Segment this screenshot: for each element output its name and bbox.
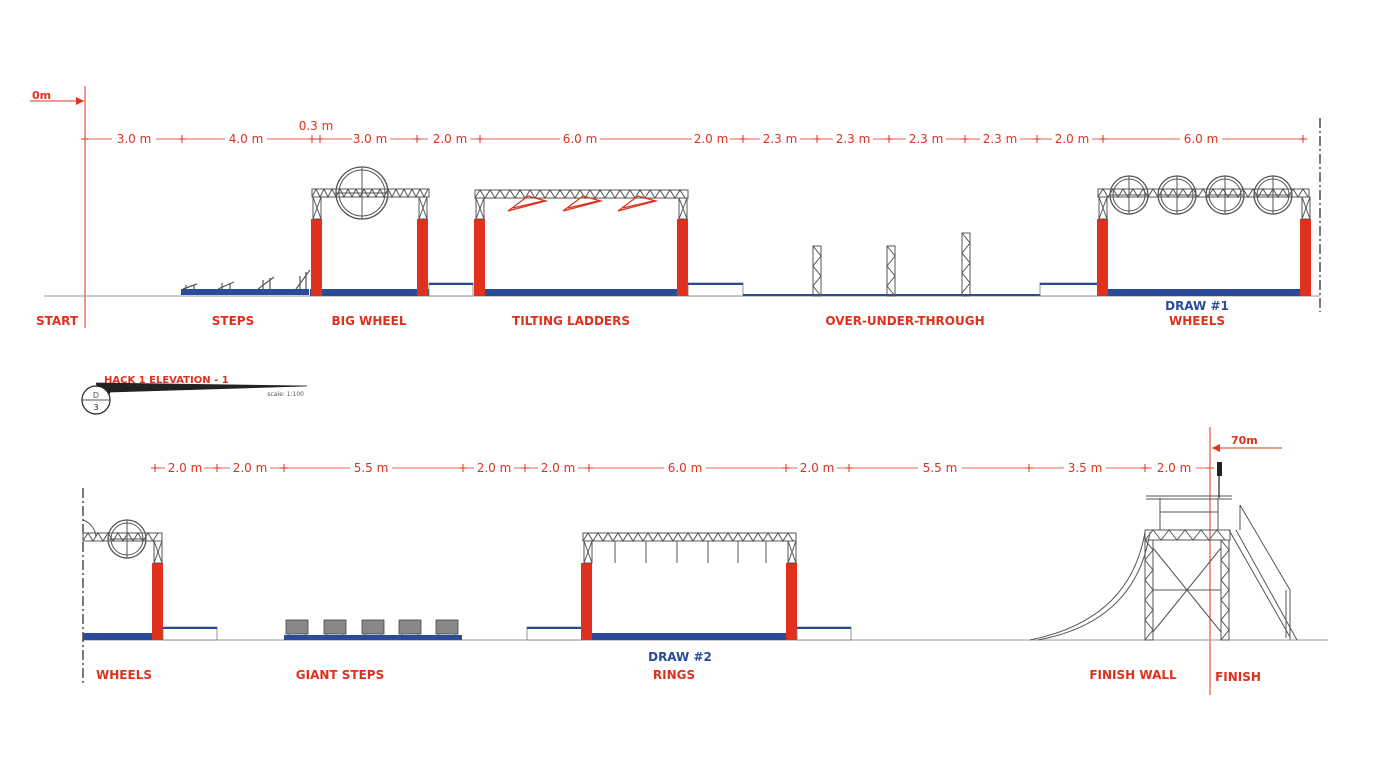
dimension-label: 2.0 m: [1055, 132, 1090, 146]
dimension-label: 5.5 m: [354, 461, 389, 475]
dimension-label: 5.5 m: [923, 461, 958, 475]
dimension-label: 3.0 m: [117, 132, 152, 146]
dimension-label: 2.0 m: [694, 132, 729, 146]
dimension-label: 2.0 m: [433, 132, 468, 146]
sheet-letter: D: [93, 391, 99, 400]
dimension-label: 2.0 m: [477, 461, 512, 475]
dimension-labels-row1: 3.0 m 4.0 m 0.3 m 3.0 m 2.0 m 6.0 m 2.0 …: [117, 119, 1219, 146]
dimension-label: 6.0 m: [668, 461, 703, 475]
drawing-scale: scale: 1:100: [267, 391, 304, 398]
obstacle-labels-row1: START STEPS BIG WHEEL TILTING LADDERS OV…: [36, 299, 1229, 328]
wheels-label: WHEELS: [1169, 314, 1225, 328]
dimension-label: 2.0 m: [1157, 461, 1192, 475]
dimension-labels-row2: 2.0 m 2.0 m 5.5 m 2.0 m 2.0 m 6.0 m 2.0 …: [168, 461, 1192, 475]
dimension-label: 6.0 m: [1184, 132, 1219, 146]
drawing-title: HACK 1 ELEVATION - 1: [104, 375, 229, 386]
rings-label: RINGS: [653, 668, 695, 682]
dimension-label: 2.3 m: [983, 132, 1018, 146]
tilting-ladders-label: TILTING LADDERS: [512, 314, 630, 328]
wheels-obstacle-continued: [82, 519, 218, 641]
steps-label: STEPS: [212, 314, 254, 328]
dimension-label: 3.0 m: [353, 132, 388, 146]
giant-steps-label: GIANT STEPS: [296, 668, 384, 682]
dimension-label: 4.0 m: [229, 132, 264, 146]
start-label: START: [36, 314, 79, 328]
over-under-through-label: OVER-UNDER-THROUGH: [825, 314, 984, 328]
draw1-label: DRAW #1: [1165, 299, 1229, 313]
start-distance-label: 0m: [32, 89, 51, 102]
steps-obstacle: [181, 269, 311, 295]
dimension-label: 2.0 m: [233, 461, 268, 475]
big-wheel-label: BIG WHEEL: [332, 314, 407, 328]
dimension-label: 2.3 m: [763, 132, 798, 146]
wheels-label-row2: WHEELS: [96, 668, 152, 682]
dimension-label: 6.0 m: [563, 132, 598, 146]
dimension-label: 2.0 m: [541, 461, 576, 475]
rings-obstacle: [526, 532, 852, 641]
draw2-label: DRAW #2: [648, 650, 712, 664]
finish-wall-obstacle: [1029, 462, 1298, 641]
wheels-obstacle: [1097, 175, 1311, 296]
drawing-title-block: D 3 HACK 1 ELEVATION - 1 scale: 1:100: [81, 375, 308, 415]
dimension-line-row2: [151, 464, 1214, 472]
sheet-number: 3: [93, 403, 98, 412]
dimension-label: 2.3 m: [909, 132, 944, 146]
dimension-label: 2.0 m: [168, 461, 203, 475]
obstacle-labels-row2: WHEELS GIANT STEPS DRAW #2 RINGS FINISH …: [96, 650, 1261, 684]
dimension-line-row1: [81, 135, 1307, 143]
giant-steps-obstacle: [284, 619, 462, 640]
dimension-label: 0.3 m: [299, 119, 334, 133]
dimension-label: 2.3 m: [836, 132, 871, 146]
big-wheel-obstacle: [310, 166, 474, 297]
finish-label: FINISH: [1215, 670, 1261, 684]
tilting-ladders-obstacle: [474, 189, 744, 297]
start-marker: 0m: [30, 86, 86, 328]
over-under-through-obstacle: [743, 232, 1099, 297]
dimension-label: 3.5 m: [1068, 461, 1103, 475]
finish-wall-label: FINISH WALL: [1089, 668, 1177, 682]
dimension-label: 2.0 m: [800, 461, 835, 475]
finish-distance-label: 70m: [1231, 434, 1258, 447]
